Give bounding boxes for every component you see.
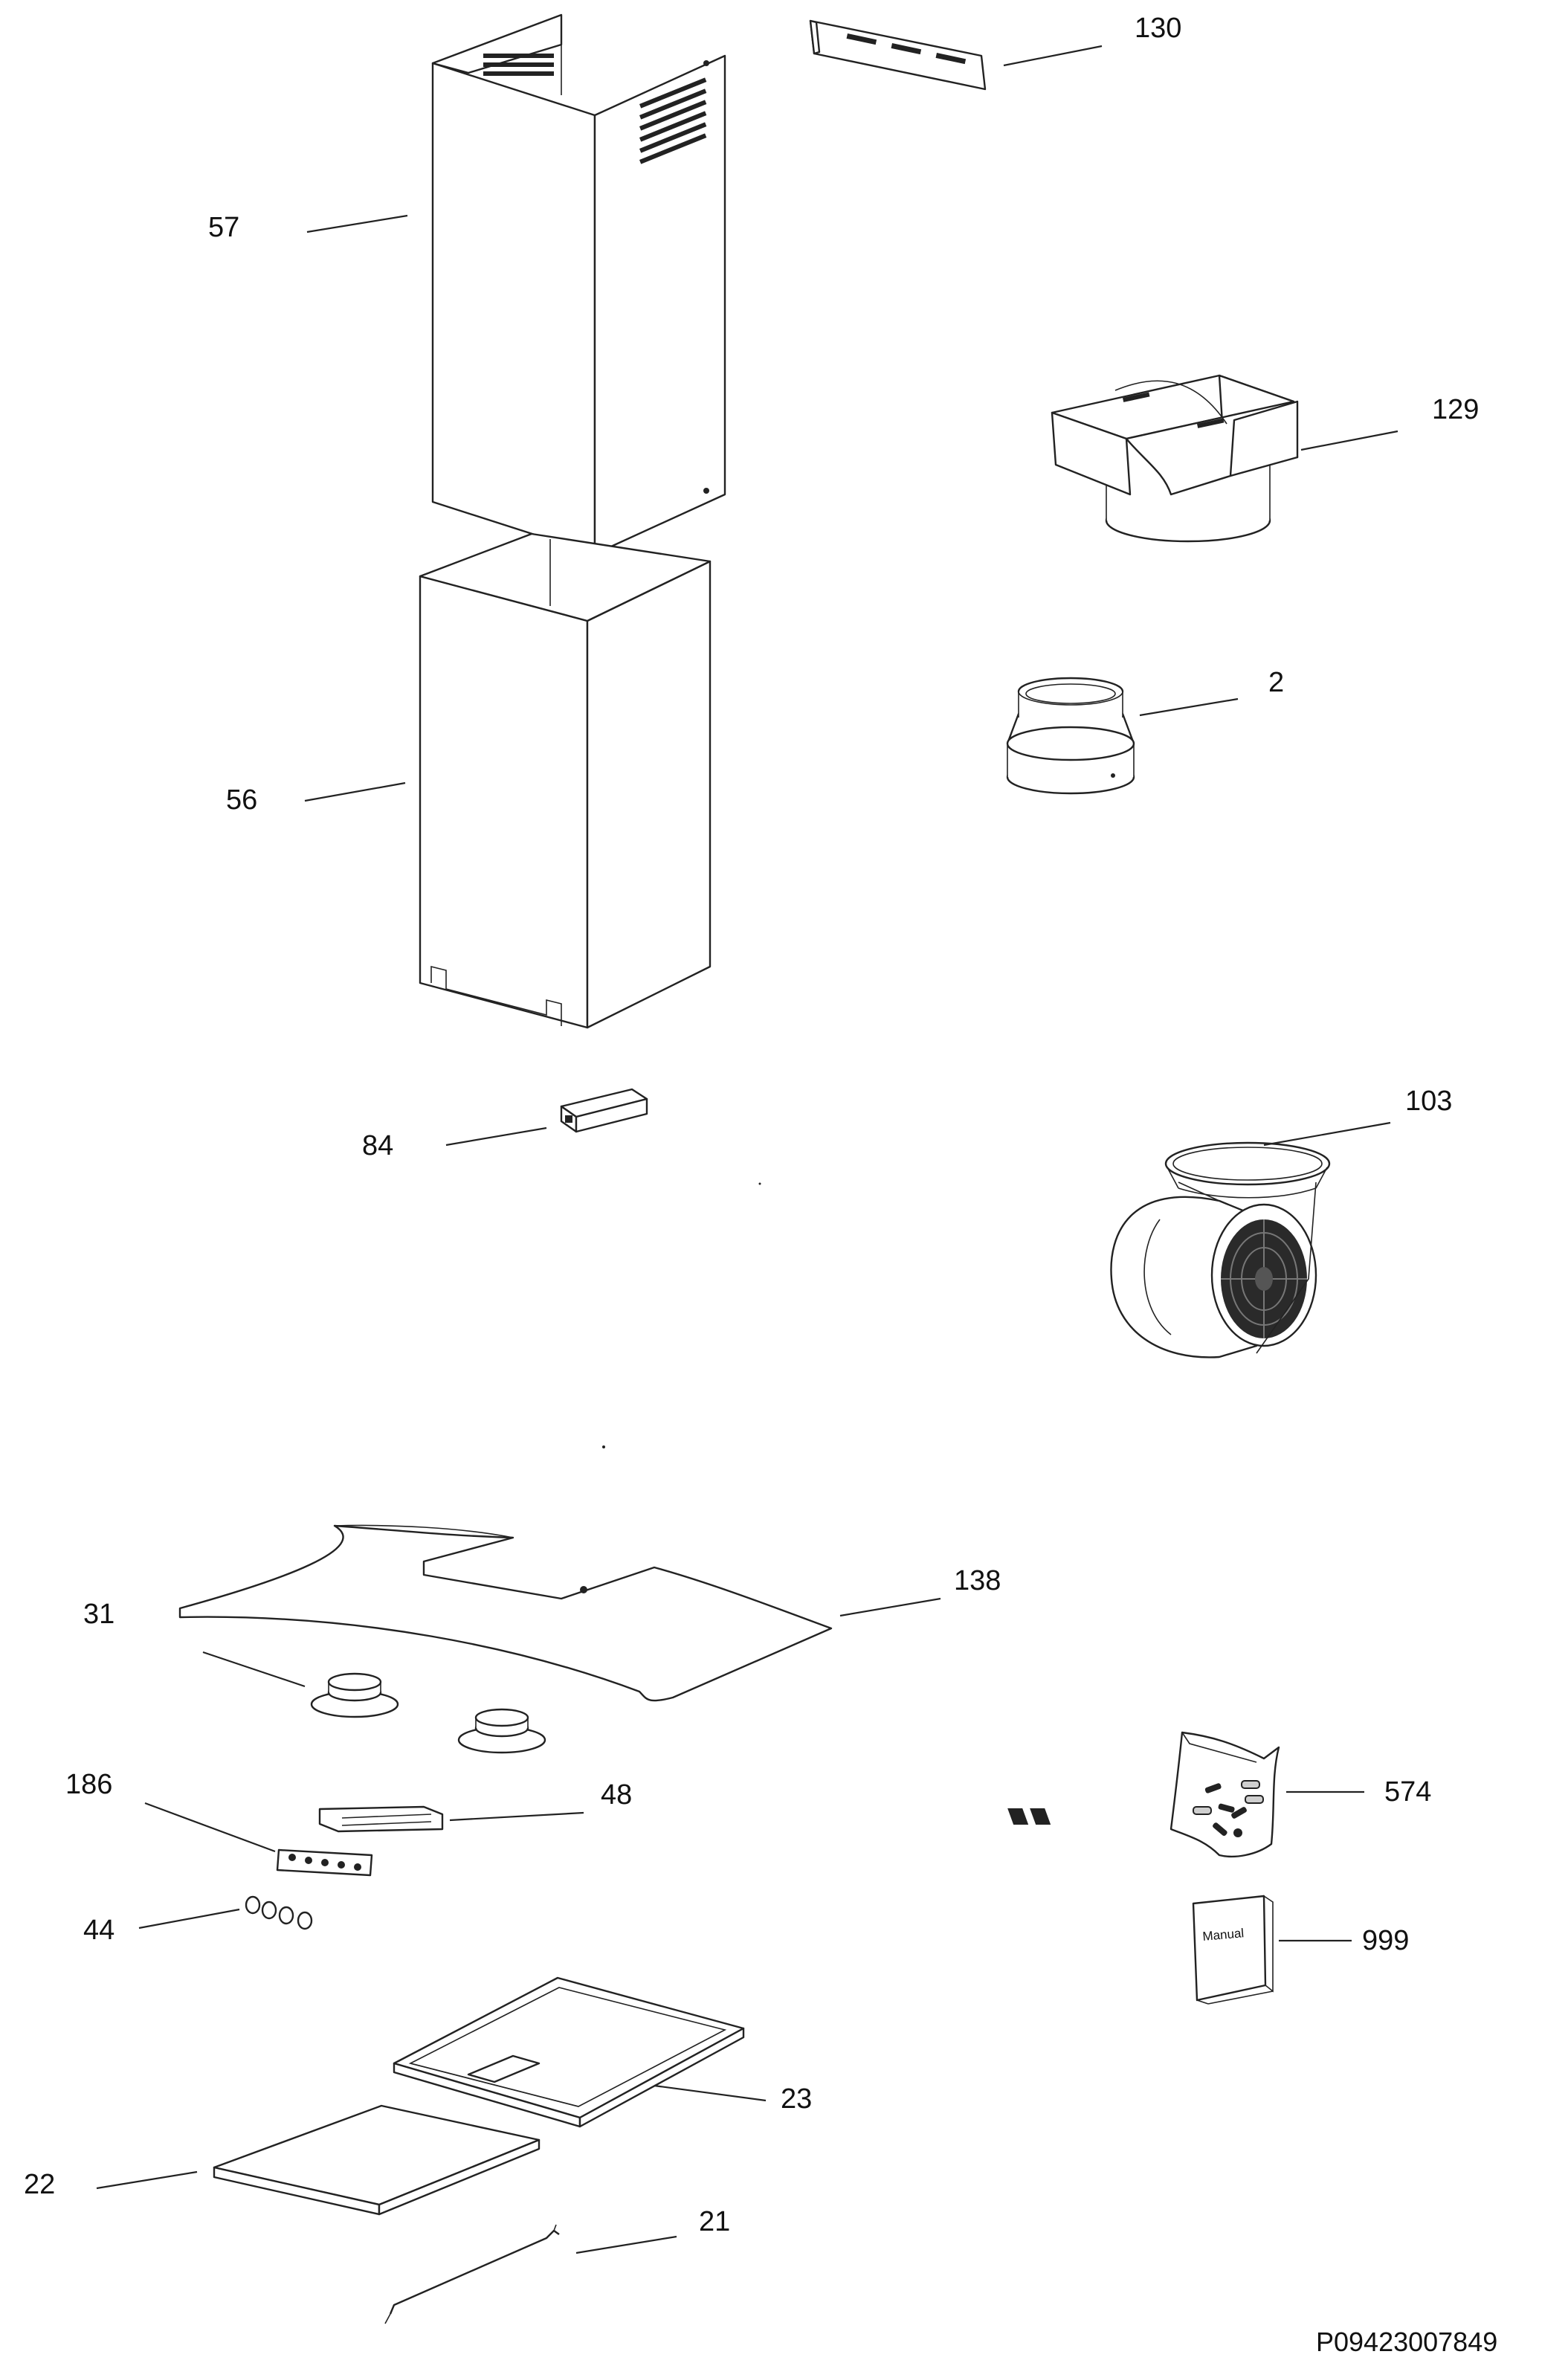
- part-138-glass-canopy: [178, 1524, 833, 1702]
- part-21-filter-clip: [384, 2224, 560, 2324]
- leader-130: [1003, 45, 1103, 67]
- part-label-56: 56: [226, 784, 257, 816]
- leader-103: [1263, 1121, 1391, 1147]
- leader-44: [138, 1908, 240, 1930]
- part-label-999: 999: [1362, 1925, 1409, 1956]
- part-label-31: 31: [83, 1599, 114, 1630]
- leader-21: [575, 2235, 677, 2254]
- part-label-2: 2: [1268, 667, 1284, 698]
- part-label-138: 138: [954, 1565, 1001, 1596]
- leader-186: [144, 1802, 276, 1853]
- part-22-filter-mat: [213, 2104, 541, 2216]
- leader-84: [445, 1126, 547, 1147]
- leader-138: [839, 1597, 941, 1617]
- part-48-control-board: [318, 1805, 1051, 1833]
- manual-cover-text: Manual: [1202, 1926, 1245, 1944]
- part-label-129: 129: [1432, 394, 1479, 425]
- leader-23: [654, 2084, 767, 2102]
- screws-and-plugs: [1193, 1780, 1264, 1837]
- part-84-transformer: [560, 1088, 648, 1133]
- part-label-84: 84: [362, 1130, 393, 1161]
- fan-grille: [1221, 1219, 1307, 1338]
- part-31-light-fittings: [310, 1672, 546, 1754]
- part-186-button-panel: [276, 1848, 373, 1877]
- stray-mark: [602, 1445, 605, 1448]
- leader-56: [304, 781, 406, 802]
- vent-slots-upper-right: [639, 77, 707, 164]
- part-label-22: 22: [24, 2169, 55, 2200]
- part-999-manual: Manual: [1192, 1895, 1274, 2005]
- vent-slots-upper-left: [483, 54, 554, 76]
- part-label-186: 186: [65, 1769, 112, 1800]
- leader-129: [1300, 430, 1398, 451]
- part-label-574: 574: [1384, 1776, 1431, 1808]
- part-574-fitting-kit: [1169, 1731, 1280, 1858]
- part-23-grease-filter-frame: [393, 1976, 745, 2128]
- part-label-48: 48: [601, 1779, 632, 1811]
- drawing-code: P09423007849: [1316, 2327, 1497, 2357]
- part-44-knobs: [245, 1895, 313, 1930]
- part-label-23: 23: [781, 2083, 812, 2115]
- leader-2: [1139, 697, 1239, 717]
- part-129-air-diverter: [1051, 374, 1299, 543]
- part-103-motor-blower: [1110, 1141, 1331, 1358]
- part-130-mounting-bracket: [809, 19, 987, 91]
- part-56-lower-chimney: [419, 532, 712, 1029]
- part-2-duct-connector: [1006, 677, 1135, 795]
- leader-48: [449, 1811, 584, 1822]
- part-label-103: 103: [1405, 1086, 1452, 1117]
- part-label-21: 21: [699, 2206, 730, 2237]
- part-57-upper-chimney: [431, 13, 726, 555]
- leader-22: [96, 2170, 198, 2190]
- part-label-44: 44: [83, 1915, 114, 1946]
- part-label-130: 130: [1135, 13, 1181, 44]
- part-label-57: 57: [208, 212, 239, 243]
- leader-57: [306, 214, 408, 233]
- leader-31: [202, 1651, 306, 1688]
- stray-mark: [758, 1182, 761, 1185]
